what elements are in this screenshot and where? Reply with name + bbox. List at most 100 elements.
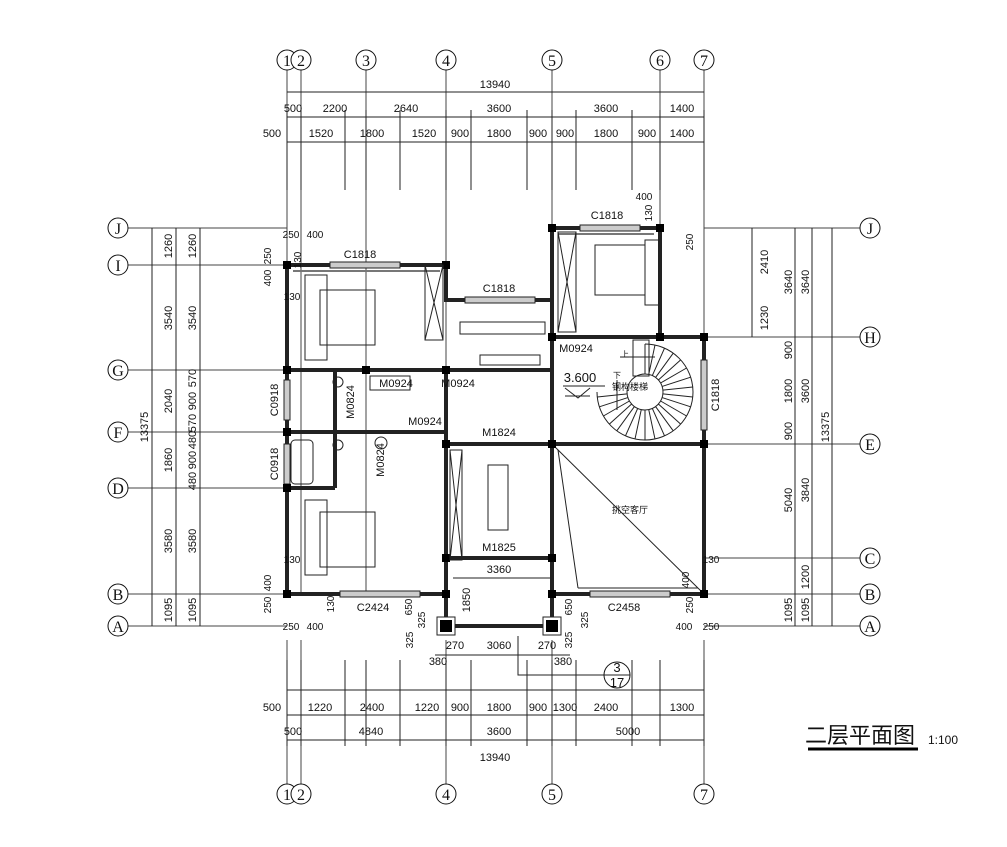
dimension-label: 13375: [139, 412, 151, 443]
dimension-label: 1200: [800, 565, 812, 589]
small-dimension: 400: [307, 230, 324, 241]
axis-label: 4: [442, 53, 450, 70]
axis-label: 3: [362, 53, 370, 70]
dimension-label: 2400: [594, 702, 618, 714]
dimension-label: 4840: [359, 726, 383, 738]
structural-columns: [283, 224, 708, 636]
door-label: M0924: [408, 416, 442, 428]
axis-bubble-A: A: [107, 615, 129, 637]
dimension-label: 1400: [670, 128, 694, 140]
axis-label: B: [865, 587, 876, 604]
axis-label: 7: [700, 53, 708, 70]
door-label: M1825: [482, 542, 516, 554]
dimension-label: 1860: [163, 448, 175, 472]
dimension-label: 1260: [187, 234, 199, 258]
axis-label: 5: [548, 53, 556, 70]
dimension-label: 480: [187, 431, 199, 449]
dimension-label: 1800: [783, 379, 795, 403]
axis-label: J: [867, 221, 873, 238]
balcony-dimension: 270: [446, 640, 464, 652]
small-dimension: 130: [284, 292, 301, 303]
dimension-label: 1800: [487, 128, 511, 140]
small-dimension: 650: [564, 598, 575, 615]
small-dimension: 325: [580, 611, 591, 628]
axis-bubble-2: 2: [290, 783, 312, 805]
axis-label: B: [113, 587, 124, 604]
dimension-label: 500: [263, 128, 281, 140]
small-dimension: 130: [293, 251, 304, 268]
window-label: C0918: [269, 384, 281, 416]
dimension-label: 3600: [487, 726, 511, 738]
small-dimension: 130: [703, 555, 720, 566]
dimension-label: 13940: [480, 752, 511, 764]
drawing-scale: 1:100: [928, 733, 958, 747]
dimension-label: 1260: [163, 234, 175, 258]
small-dimension: 130: [284, 555, 301, 566]
dimension-label: 1400: [670, 103, 694, 115]
axis-bubble-7: 7: [693, 783, 715, 805]
door-label: M0924: [559, 343, 593, 355]
axis-label: 6: [656, 53, 664, 70]
dimension-label: 1220: [415, 702, 439, 714]
void-living-room-label: 挑空客厅: [612, 504, 648, 515]
small-dimension: 325: [564, 631, 575, 648]
small-dimension: 400: [636, 192, 653, 203]
dimension-label: 1800: [594, 128, 618, 140]
dimension-label: 1300: [553, 702, 577, 714]
dimension-label: 13375: [820, 412, 832, 443]
dimension-label: 500: [284, 103, 302, 115]
axis-bubble-4: 4: [435, 783, 457, 805]
level-label: 3.600: [564, 370, 597, 385]
stair-down-label: 下: [613, 371, 621, 380]
balcony-dimension: 270: [538, 640, 556, 652]
axis-label: C: [865, 551, 876, 568]
balcony-dimension: 1850: [461, 588, 473, 612]
dimension-label: 1095: [187, 598, 199, 622]
dimension-label: 2410: [759, 250, 771, 274]
dimension-label: 900: [529, 128, 547, 140]
dimension-label: 900: [783, 422, 795, 440]
axis-label: 7: [700, 787, 708, 804]
small-dimension: 325: [417, 611, 428, 628]
dimension-label: 2040: [163, 389, 175, 413]
axis-label: A: [864, 619, 876, 636]
dimension-label: 13940: [480, 79, 511, 91]
dimension-label: 3600: [594, 103, 618, 115]
small-dimension: 250: [685, 596, 696, 613]
dimension-label: 5000: [616, 726, 640, 738]
small-dimension: 400: [676, 622, 693, 633]
axis-bubble-F: F: [107, 421, 129, 443]
axis-bubble-A: A: [859, 615, 881, 637]
small-dimension: 130: [644, 204, 655, 221]
axis-bubble-G: G: [107, 359, 129, 381]
axis-label: 2: [297, 787, 305, 804]
small-dimension: 400: [681, 571, 692, 588]
door-label: M0824: [375, 443, 387, 477]
axis-bubble-6: 6: [649, 49, 671, 71]
window-label: C1818: [710, 379, 722, 411]
dimension-label: 1800: [360, 128, 384, 140]
small-dimension: 325: [405, 631, 416, 648]
axis-label: H: [864, 330, 876, 347]
dimension-label: 900: [187, 392, 199, 410]
dimension-label: 500: [284, 726, 302, 738]
dimension-label: 900: [451, 128, 469, 140]
axis-bubble-D: D: [107, 477, 129, 499]
axis-label: 5: [548, 787, 556, 804]
detail-reference-bubble: 317: [517, 636, 631, 690]
window-label: C2424: [357, 602, 389, 614]
axis-bubble-B: B: [107, 583, 129, 605]
dimension-label: 2640: [394, 103, 418, 115]
dimension-label: 900: [451, 702, 469, 714]
furniture: [290, 231, 660, 576]
door-label: M0824: [345, 385, 357, 419]
dimension-label: 1230: [759, 306, 771, 330]
window-label: C0918: [269, 448, 281, 480]
dimension-label: 3540: [163, 306, 175, 330]
small-dimension: 250: [263, 596, 274, 613]
dimension-label: 3580: [163, 529, 175, 553]
window-label: C1818: [344, 249, 376, 261]
window-label: C2458: [608, 602, 640, 614]
balcony-dimension: 380: [429, 656, 447, 668]
